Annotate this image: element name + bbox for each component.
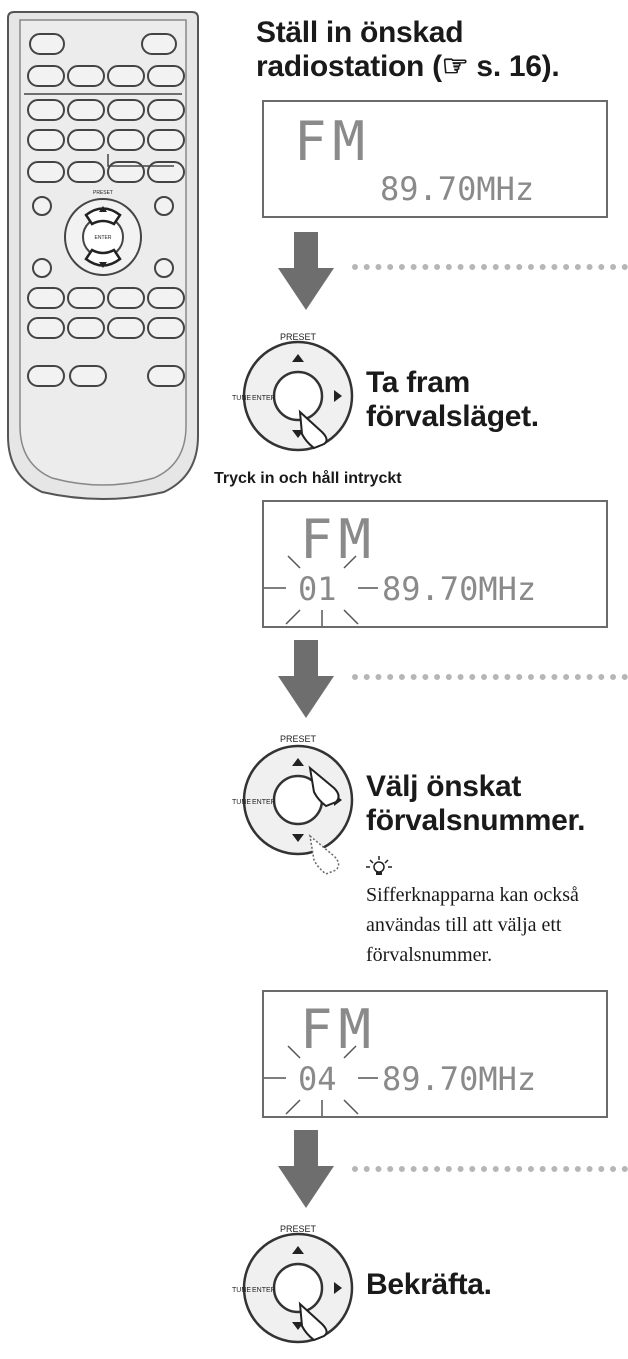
display-preset-number: 04 [298,1060,337,1098]
step3-title-line2: förvalsnummer. [366,804,586,837]
tip-bulb-icon [366,856,392,875]
step4-title: Bekräfta. [366,1268,492,1301]
tip-line3: förvalsnummer. [366,944,493,966]
preset-label: PRESET [280,734,317,744]
remote-preset-label: PRESET [93,190,113,196]
display-frequency: 89.70MHz [382,1060,537,1098]
display-station: FM 89.70MHz [262,100,608,218]
step3-title-line1: Välj önskat [366,770,522,803]
hold-caption: Tryck in och håll intryckt [214,470,402,487]
display-band: FM [294,110,372,173]
display-preset-number: 01 [298,570,337,608]
display-band: FM [300,508,378,571]
blink-rays-icon [264,555,378,626]
display-frequency: 89.70MHz [380,170,535,208]
display-frequency: 89.70MHz [382,570,537,608]
tune-label: TUNE [232,395,251,402]
step2-title-line1: Ta fram [366,366,471,399]
enter-label: ENTER [252,395,276,402]
step3-title: Välj önskat förvalsnummer. [366,770,586,838]
display-preset-01: FM 01 89.70MHz [262,500,608,628]
step1-title-line1: Ställ in önskad [256,16,464,49]
preset-label: PRESET [280,332,317,342]
down-arrow-icon [278,232,334,310]
step1-title-line2: radiostation (☞ s. 16). [256,50,560,83]
blink-rays-icon [264,1045,378,1116]
tune-label: TUNE [232,1287,251,1294]
remote-dpad-enter: PRESET TUNE ENTER [232,332,354,452]
tip-line2: användas till att välja ett [366,914,562,936]
tip-line1: Sifferknapparna kan också [366,884,579,906]
tune-label: TUNE [232,799,251,806]
enter-label: ENTER [252,799,276,806]
dotted-divider [352,264,628,270]
step1-title: Ställ in önskad radiostation (☞ s. 16). [256,16,628,84]
remote-control: PRESET ENTER [7,11,199,500]
enter-label: ENTER [252,1287,276,1294]
step2-title: Ta fram förvalsläget. [366,366,539,434]
step2-title-line2: förvalsläget. [366,400,539,433]
display-band: FM [300,998,378,1061]
remote-dpad-enter: PRESET TUNE ENTER [232,1224,354,1344]
dotted-divider [352,674,628,680]
down-arrow-icon [278,1130,334,1208]
tip-text: Sifferknapparna kan också användas till … [366,880,579,970]
preset-label: PRESET [280,1224,317,1234]
remote-enter-label: ENTER [95,235,112,241]
dotted-divider [352,1166,628,1172]
down-arrow-icon [278,640,334,718]
display-preset-04: FM 04 89.70MHz [262,990,608,1118]
remote-dpad-updown: PRESET TUNE ENTER [232,734,354,875]
